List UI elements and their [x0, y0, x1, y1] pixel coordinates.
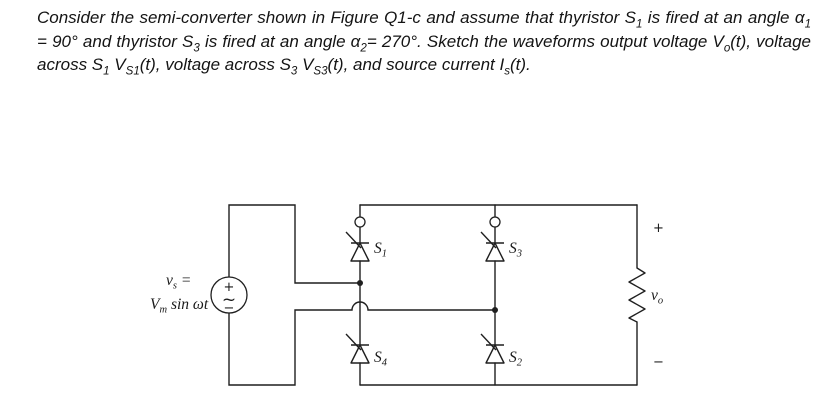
source-minus-sign: − — [224, 301, 235, 316]
terminal-circle-s3 — [489, 216, 501, 228]
load-voltage-label: vo — [651, 287, 663, 307]
source-label-line1: vs = — [166, 272, 191, 292]
thyristor-s3-icon — [480, 231, 505, 262]
label-s3: S3 — [509, 240, 522, 260]
terminal-circle-s1 — [354, 216, 366, 228]
source-label-line2: Vm sin ωt — [150, 296, 209, 316]
source-plus-sign: + — [224, 280, 235, 295]
wire-source-top-to-node-a — [228, 204, 361, 284]
node-dot-b — [492, 307, 498, 313]
load-plus-sign: + — [653, 221, 664, 236]
source-circle — [210, 276, 248, 314]
load-minus-sign: − — [653, 355, 664, 370]
label-s1: S1 — [374, 240, 387, 260]
node-dot-a — [357, 280, 363, 286]
thyristor-s4-icon — [345, 333, 370, 364]
label-s2: S2 — [509, 349, 523, 369]
label-s4: S4 — [374, 349, 388, 369]
ac-source: + ~ − — [210, 276, 248, 316]
question-text: Consider the semi-converter shown in Fig… — [37, 8, 811, 78]
load-resistor — [628, 267, 646, 323]
wire-source-bottom-to-node-b — [228, 301, 496, 386]
thyristor-s1-icon — [345, 231, 370, 262]
source-wave-icon: ~ — [222, 290, 236, 310]
thyristor-s2-icon — [480, 333, 505, 364]
